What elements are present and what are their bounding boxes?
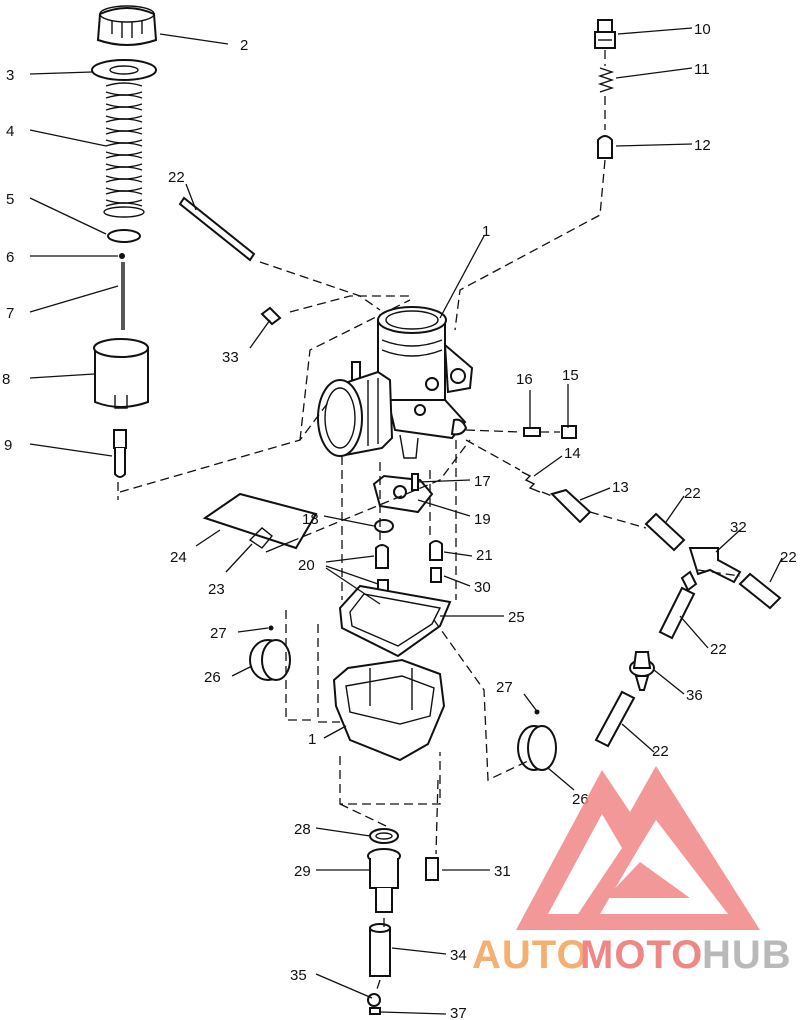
bracket-part [248,527,291,553]
hoses [178,196,782,748]
callout-31: 31 [494,863,511,880]
callout-27-left: 27 [210,625,227,642]
watermark-logo [516,766,760,930]
washer-part [91,59,157,81]
cap-part [96,5,158,46]
pin-right [534,709,540,715]
callout-33: 33 [222,349,239,366]
main-jet-part [113,429,127,478]
small-plug-part [260,306,282,326]
callout-11: 11 [694,61,710,78]
callout-12: 12 [694,137,711,154]
bowl-gasket [338,584,452,658]
callout-16: 16 [516,371,533,388]
callout-2: 2 [240,37,248,54]
callout-22-far-right: 22 [780,549,797,566]
intake-ring [317,370,394,458]
callout-35: 35 [290,967,307,984]
watermark-hub: HUB [702,933,792,977]
callout-30: 30 [474,579,491,596]
spring-part [103,82,145,218]
callout-24: 24 [170,549,187,566]
pin-left [268,625,274,631]
plunger-part [597,135,613,159]
callout-29: 29 [294,863,311,880]
float-right [517,725,557,771]
callout-1-body: 1 [482,223,490,240]
callout-37: 37 [450,1005,467,1020]
callout-3: 3 [6,67,14,84]
check-valve [629,651,655,691]
callout-22-bottom-right: 22 [652,743,669,760]
needle-jet-part [367,848,401,913]
leader-lines [29,27,783,1015]
callout-15: 15 [562,367,579,384]
callout-32: 32 [730,519,747,536]
float-bowl-gasket-plate [202,492,318,550]
slide-part [93,338,149,409]
callout-23: 23 [208,581,225,598]
callout-22-top: 22 [168,169,185,186]
callout-5: 5 [6,191,14,208]
callout-20: 20 [298,557,315,574]
assembly-lines [117,261,741,993]
callout-1-bowl: 1 [308,731,316,748]
float-left [249,639,291,681]
float-bowl [332,658,446,762]
callout-labels: 1 1 2 3 4 5 6 7 8 9 10 11 12 13 14 15 16… [2,21,797,1020]
tube-part [369,923,391,977]
right-small-parts [521,425,592,524]
watermark-wordmark: AUTO MOTO HUB [472,933,792,977]
callout-7: 7 [6,305,14,322]
cable-path [454,50,606,331]
plate-part [107,229,141,243]
callout-34: 34 [450,947,467,964]
callout-22-right-top: 22 [684,485,701,502]
callout-10: 10 [694,21,711,38]
carburetor-body [351,306,474,459]
t-fitting [680,547,742,592]
small-spring-part [597,67,615,93]
watermark-auto: AUTO [472,933,589,977]
callout-14: 14 [564,445,581,462]
callout-26-left: 26 [204,669,221,686]
needle-part [121,262,125,330]
watermark-moto: MOTO [580,933,703,977]
callout-8: 8 [2,371,10,388]
callout-18: 18 [302,511,319,528]
callout-36: 36 [686,687,703,704]
callout-28: 28 [294,821,311,838]
clip-part [119,253,125,259]
callout-19: 19 [474,511,491,528]
callout-17: 17 [474,473,491,490]
callout-6: 6 [6,249,14,266]
o-ring-part [369,828,399,844]
callout-4: 4 [6,123,14,140]
callout-21: 21 [476,547,493,564]
callout-13: 13 [612,479,629,496]
callout-9: 9 [4,437,12,454]
callout-22-middle-right: 22 [710,641,727,658]
callout-27-right: 27 [496,679,513,696]
fitting-part [594,19,616,49]
callout-25: 25 [508,609,525,626]
